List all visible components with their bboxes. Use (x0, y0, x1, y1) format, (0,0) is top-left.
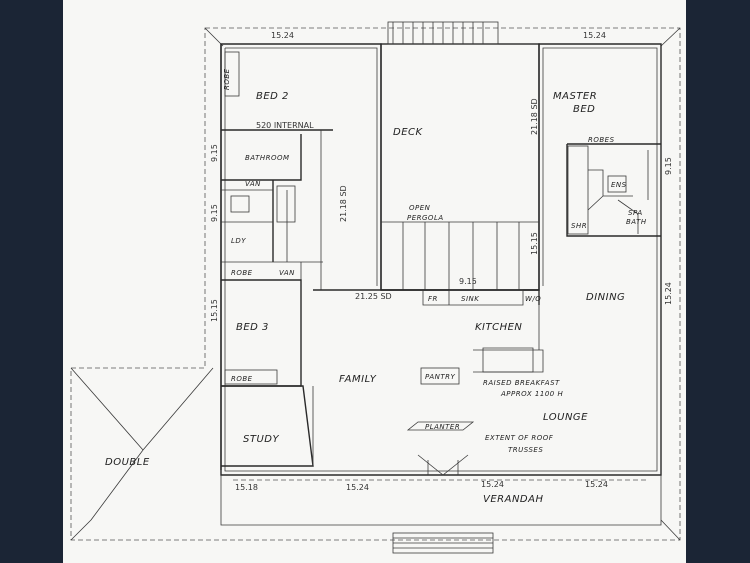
label-robe-mid: ROBE (231, 269, 253, 277)
dim-pergola-right: 15.15 (530, 232, 539, 255)
study-walls (221, 385, 314, 467)
label-wo: W/O (525, 295, 541, 303)
label-master-1: MASTER (553, 91, 597, 102)
bathroom-walls (221, 134, 302, 262)
dim-right-upper: 9.15 (664, 157, 673, 175)
dim-kitchen-pass: 21.25 SD (355, 292, 392, 301)
label-extent-1: EXTENT OF ROOF (485, 434, 554, 442)
label-spa-2: BATH (626, 218, 647, 226)
label-family: FAMILY (339, 374, 377, 385)
label-deck: DECK (393, 127, 424, 138)
label-dining: DINING (586, 292, 625, 303)
label-spa-1: SPA (628, 209, 643, 217)
dim-top-right: 15.24 (583, 31, 606, 40)
dim-left-mid: 9.15 (210, 204, 219, 222)
label-shr: SHR (571, 222, 587, 230)
label-extent-2: TRUSSES (508, 446, 543, 454)
dim-bottom-4: 15.24 (585, 480, 608, 489)
dim-deck-right: 21.18 SD (530, 98, 539, 135)
dim-right-lower: 15.24 (664, 282, 673, 305)
label-robe-top: ROBE (223, 68, 231, 90)
pantry-box (420, 367, 460, 385)
dim-bottom-3: 15.24 (481, 480, 504, 489)
bed2-walls (220, 44, 333, 470)
dim-deck-left: 21.18 SD (339, 185, 348, 222)
label-double: DOUBLE (105, 457, 150, 468)
dim-bed2-inner: 520 INTERNAL (256, 121, 314, 130)
drawing-sheet: BED 2 ROBE MASTER BED DECK BATHROOM VAN … (63, 0, 686, 563)
label-sink: SINK (461, 295, 480, 303)
label-fr: FR (428, 295, 438, 303)
label-kitchen: KITCHEN (475, 322, 522, 333)
dim-left-lower: 15.15 (210, 299, 219, 322)
roof-hip-lines (70, 27, 681, 541)
dim-bottom-1: 15.18 (235, 483, 258, 492)
floor-plan: BED 2 ROBE MASTER BED DECK BATHROOM VAN … (70, 21, 681, 554)
label-study: STUDY (243, 434, 279, 445)
deck-area (380, 43, 540, 291)
label-open: OPEN (409, 204, 431, 212)
dim-top-left: 15.24 (271, 31, 294, 40)
pergola (381, 221, 539, 290)
label-pergola: PERGOLA (407, 214, 444, 222)
label-lounge: LOUNGE (543, 412, 588, 423)
master-walls (566, 143, 661, 237)
label-raised-2: APPROX 1100 H (500, 390, 563, 398)
label-robe-low: ROBE (231, 375, 253, 383)
label-verandah: VERANDAH (483, 494, 544, 505)
dim-left-upper: 9.15 (210, 144, 219, 162)
label-bed3: BED 3 (236, 322, 269, 333)
label-planter: PLANTER (425, 423, 460, 431)
raised-breakfast-bar (473, 290, 544, 373)
entry-steps (417, 454, 469, 476)
label-van-left: VAN (245, 180, 261, 188)
label-ens: ENS (611, 181, 627, 189)
planter (406, 421, 475, 431)
label-ldy: LDY (231, 237, 246, 245)
label-bed2: BED 2 (256, 91, 289, 102)
label-bathroom: BATHROOM (245, 154, 290, 162)
dim-bottom-2: 15.24 (346, 483, 369, 492)
label-raised-1: RAISED BREAKFAST (483, 379, 560, 387)
verandah-edge (220, 475, 662, 526)
label-pantry: PANTRY (425, 373, 456, 381)
label-master-2: BED (573, 104, 595, 115)
label-van-mid: VAN (279, 269, 295, 277)
dim-pergola-bottom: 9.15 (459, 277, 477, 286)
label-robes: ROBES (588, 136, 615, 144)
